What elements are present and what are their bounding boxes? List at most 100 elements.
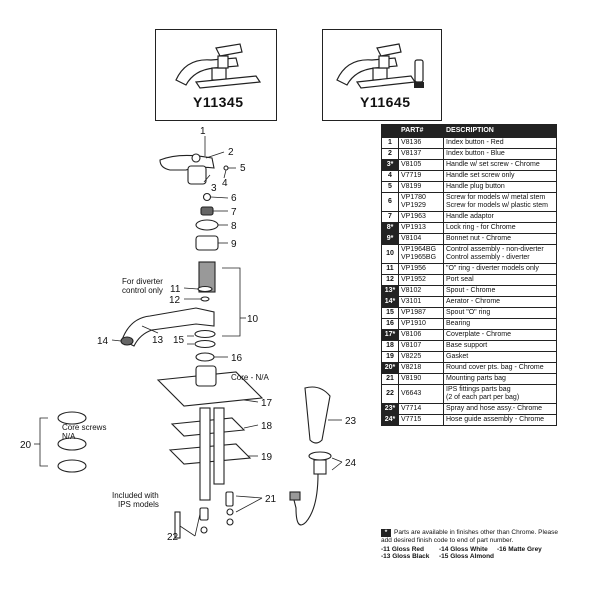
row-part-number: VP1956 [398, 263, 444, 275]
row-part-number: VP1910 [398, 318, 444, 330]
callout-8: 8 [231, 221, 237, 232]
set-screw [223, 165, 229, 171]
row-description: Bearing [443, 318, 557, 330]
row-number: 23* [381, 403, 399, 415]
callout-3: 3 [211, 183, 217, 194]
row-part-number: V7715 [398, 414, 444, 426]
row-part-number: V8105 [398, 159, 444, 171]
row-part-number: V8106 [398, 329, 444, 341]
row-description: Screw for models w/ metal stem Screw for… [443, 192, 557, 212]
row-part-number: VP1913 [398, 222, 444, 234]
row-description: Lock ring - for Chrome [443, 222, 557, 234]
row-number: 11 [381, 263, 399, 275]
row-description: Handle set screw only [443, 170, 557, 182]
row-part-number: V8199 [398, 181, 444, 193]
row-description: Round cover pts. bag - Chrome [443, 362, 557, 374]
bearing [195, 352, 215, 362]
row-description: Hose guide assembly - Chrome [443, 414, 557, 426]
diverter-note: For diverter [122, 277, 163, 286]
screw [202, 192, 212, 202]
row-description: Handle adaptor [443, 211, 557, 223]
callout-1: 1 [200, 126, 206, 137]
row-number: 19 [381, 351, 399, 363]
callout-17: 17 [261, 398, 273, 409]
row-part-number: V8137 [398, 148, 444, 160]
hose [293, 473, 319, 526]
row-description: IPS fittings parts bag (2 of each part p… [443, 384, 557, 404]
row-part-number: VP1964BG VP1965BG [398, 244, 444, 264]
row-number: 24* [381, 414, 399, 426]
row-part-number: VP1780 VP1929 [398, 192, 444, 212]
row-part-number: V3101 [398, 296, 444, 308]
handle-body [187, 165, 207, 185]
row-number: 18 [381, 340, 399, 352]
row-description: Handle w/ set screw - Chrome [443, 159, 557, 171]
row-number: 13* [381, 285, 399, 297]
callout-6: 6 [231, 193, 237, 204]
callout-11: 11 [170, 284, 181, 295]
callout-22: 22 [167, 532, 179, 543]
row-number: 9* [381, 233, 399, 245]
finish-code: -13 Gloss Black [381, 553, 430, 560]
row-part-number: V8225 [398, 351, 444, 363]
callout-24: 24 [345, 458, 357, 469]
row-description: Handle plug button [443, 181, 557, 193]
footnote-text: Parts are available in finishes other th… [381, 529, 559, 544]
faucet-with-spray-illustration [336, 43, 424, 89]
hose-guide [308, 451, 332, 461]
row-part-number: V8136 [398, 137, 444, 149]
row-description: Spout - Chrome [443, 285, 557, 297]
callout-13: 13 [152, 335, 164, 346]
callout-16: 16 [231, 353, 243, 364]
callout-18: 18 [261, 421, 273, 432]
row-number: 16 [381, 318, 399, 330]
aerator [120, 336, 134, 346]
row-part-number: V7714 [398, 403, 444, 415]
finish-code: -11 Gloss Red [381, 545, 424, 553]
row-part-number: V6643 [398, 384, 444, 404]
row-number: 6 [381, 192, 399, 212]
core-screws-note: N/A [62, 432, 76, 441]
finish-footnote: *Parts are available in finishes other t… [381, 529, 559, 561]
row-part-number: V8107 [398, 340, 444, 352]
model-box-y11645: Y11645 [322, 29, 442, 121]
star-marker: * [381, 529, 391, 537]
handle-adaptor [200, 206, 214, 216]
row-part-number: VP1952 [398, 274, 444, 286]
core [195, 365, 217, 387]
row-description: Gasket [443, 351, 557, 363]
index-button [191, 153, 201, 163]
row-number: 12 [381, 274, 399, 286]
row-description: Spray and hose assy.- Chrome [443, 403, 557, 415]
callout-19: 19 [261, 452, 273, 463]
row-number: 7 [381, 211, 399, 223]
finish-code: -14 Gloss White [439, 545, 488, 553]
table-header: PART# DESCRIPTION [381, 124, 557, 138]
row-part-number: VP1963 [398, 211, 444, 223]
row-description: "O" ring - diverter models only [443, 263, 557, 275]
row-number: 3* [381, 159, 399, 171]
model-box-y11345: Y11345 [155, 29, 277, 121]
callout-2: 2 [228, 147, 234, 158]
row-number: 15 [381, 307, 399, 319]
port-seal [200, 296, 210, 302]
row-description: Spout "O" ring [443, 307, 557, 319]
core-screws-note: Core screws [62, 423, 106, 432]
